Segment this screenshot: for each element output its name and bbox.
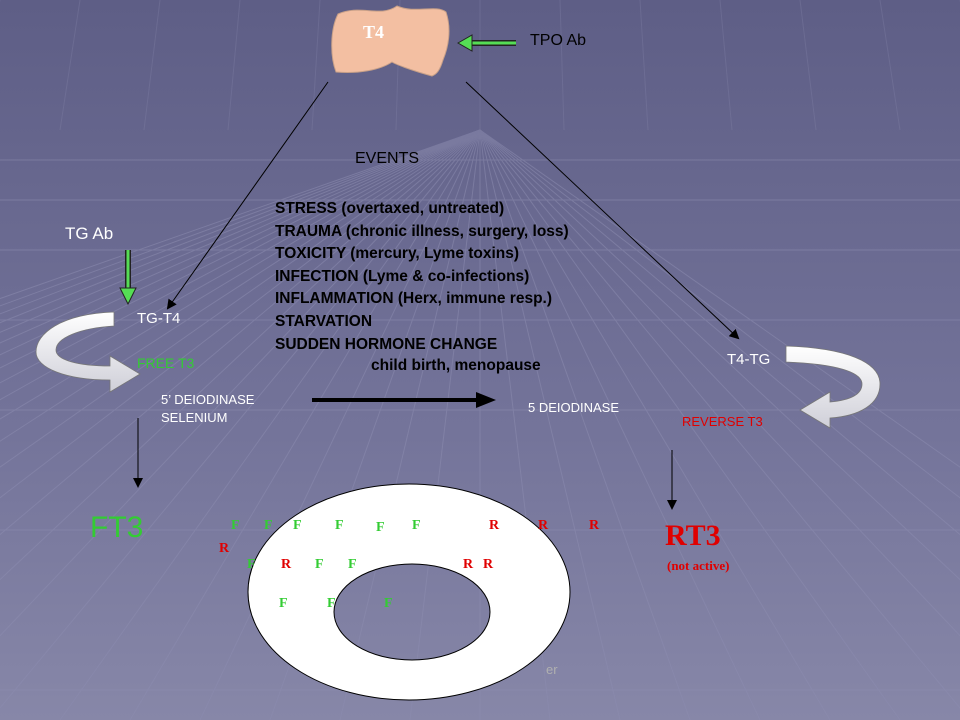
not-active-label: (not active)	[667, 558, 730, 573]
event-detail: (mercury, Lyme toxins)	[345, 245, 520, 263]
event-cause: TOXICITY	[275, 245, 346, 263]
event-cause: INFLAMMATION	[275, 290, 394, 308]
rt3-label: RT3	[665, 519, 721, 552]
free-t3-marker: F	[279, 596, 288, 611]
free-t3-marker: F	[293, 518, 302, 533]
free-t3-marker: F	[247, 557, 256, 572]
reverse-t3-marker: R	[281, 557, 292, 572]
event-item: TRAUMA (chronic illness, surgery, loss)	[275, 221, 569, 244]
tpo-ab-label: TPO Ab	[530, 32, 587, 49]
free-t3-marker: F	[327, 596, 336, 611]
tg-t4-label: TG-T4	[137, 310, 181, 327]
reverse-t3-marker: R	[538, 518, 549, 533]
reverse-t3-marker: R	[483, 557, 494, 572]
deiodinase-5p-label: 5’ DEIODINASE	[161, 392, 255, 407]
watermark-text: er	[546, 662, 558, 677]
event-cause: TRAUMA	[275, 222, 342, 240]
free-t3-marker: F	[335, 518, 344, 533]
events-heading: EVENTS	[355, 150, 420, 167]
reverse-t3-marker: R	[589, 518, 600, 533]
event-item: SUDDEN HORMONE CHANGE	[275, 334, 569, 357]
event-cause: STARVATION	[275, 312, 373, 330]
free-t3-marker: F	[348, 557, 357, 572]
event-detail: (Lyme & co-infections)	[358, 267, 530, 285]
events-subline: child birth, menopause	[371, 357, 541, 374]
reverse-t3-label: REVERSE T3	[682, 414, 763, 429]
reverse-t3-marker: R	[219, 541, 230, 556]
event-item: STARVATION	[275, 311, 569, 334]
free-t3-label: FREE T3	[137, 355, 195, 371]
deiodinase-5-label: 5 DEIODINASE	[528, 400, 620, 415]
event-cause: STRESS	[275, 200, 338, 217]
free-t3-marker: F	[384, 596, 393, 611]
event-detail: (overtaxed, untreated)	[337, 200, 505, 217]
event-detail: (Herx, immune resp.)	[393, 290, 553, 308]
event-item: TOXICITY (mercury, Lyme toxins)	[275, 243, 569, 266]
event-item: STRESS (overtaxed, untreated)	[275, 198, 569, 221]
tg-ab-label: TG Ab	[65, 224, 114, 243]
events-list: STRESS (overtaxed, untreated)TRAUMA (chr…	[275, 198, 569, 356]
event-cause: INFECTION	[275, 267, 359, 285]
free-t3-marker: F	[231, 518, 240, 533]
t4-tg-label: T4-TG	[727, 351, 771, 368]
thyroid-label: T4	[363, 22, 385, 42]
free-t3-marker: F	[412, 518, 421, 533]
free-t3-marker: F	[376, 520, 385, 535]
event-cause: SUDDEN HORMONE CHANGE	[275, 335, 498, 353]
event-detail: (chronic illness, surgery, loss)	[341, 222, 569, 240]
event-item: INFLAMMATION (Herx, immune resp.)	[275, 288, 569, 311]
reverse-t3-marker: R	[463, 557, 474, 572]
reverse-t3-marker: R	[489, 518, 500, 533]
free-t3-marker: F	[315, 557, 324, 572]
free-t3-marker: F	[264, 518, 273, 533]
event-item: INFECTION (Lyme & co-infections)	[275, 266, 569, 289]
ft3-label: FT3	[90, 511, 144, 544]
selenium-label: SELENIUM	[161, 410, 228, 425]
